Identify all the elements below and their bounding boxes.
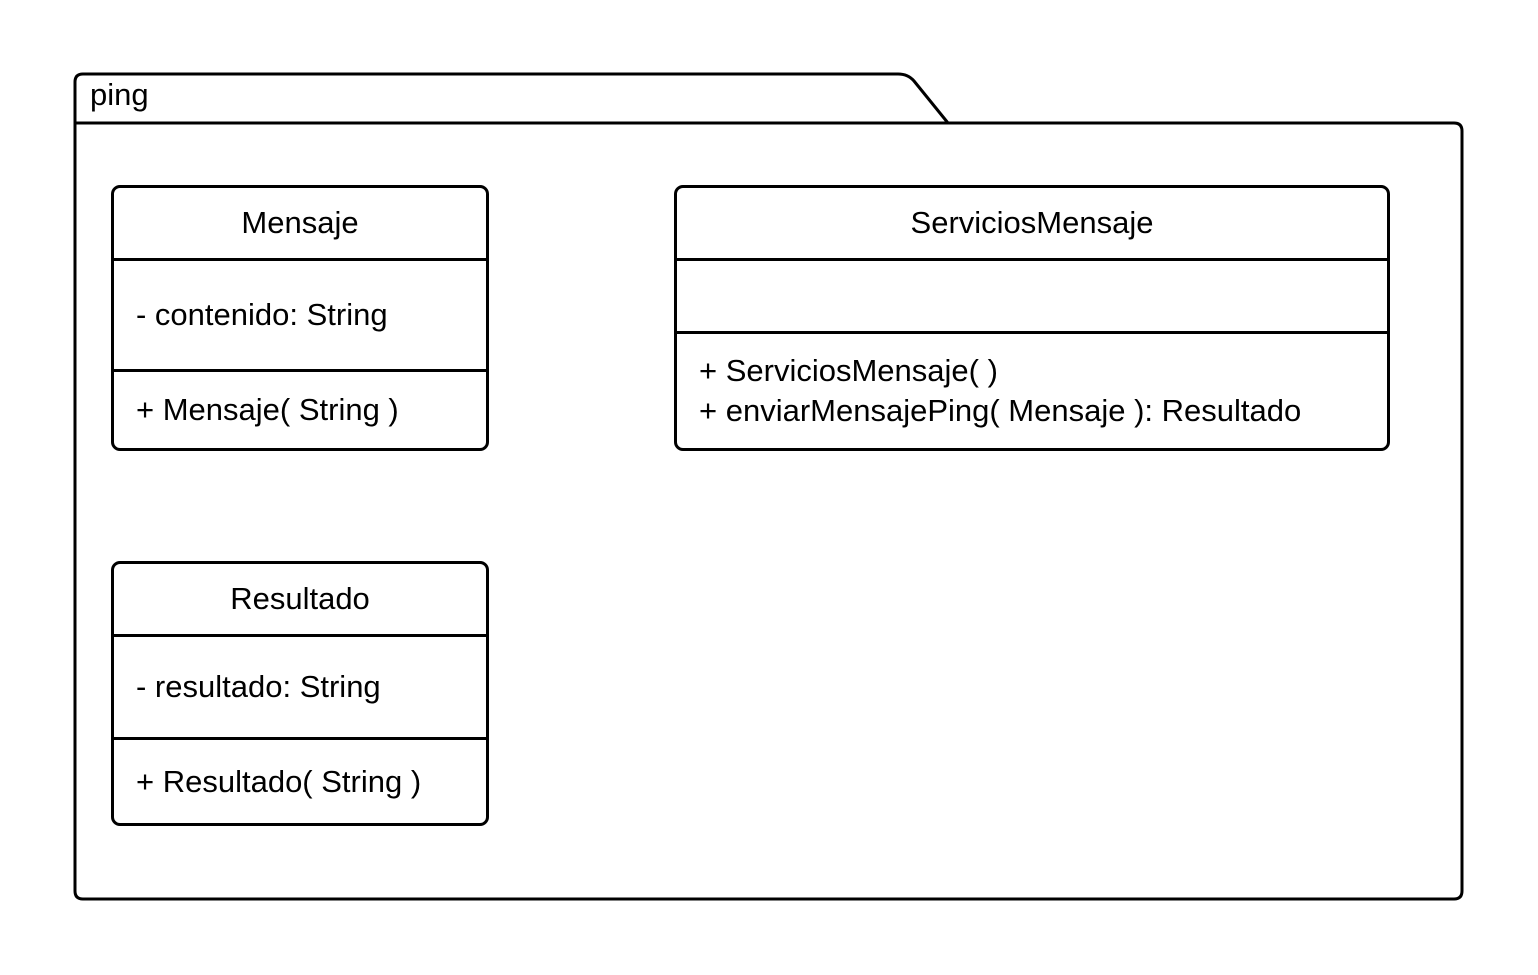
class-name: Resultado: [230, 581, 370, 616]
class-name: Mensaje: [241, 205, 359, 240]
operation: + Mensaje( String ): [136, 392, 399, 427]
package-tab: [73, 72, 950, 124]
operations-compartment: + Mensaje( String ): [114, 369, 486, 448]
operations-compartment: + ServiciosMensaje( ) + enviarMensajePin…: [677, 331, 1387, 448]
class-name: ServiciosMensaje: [910, 205, 1154, 240]
attribute: - resultado: String: [136, 669, 381, 704]
attributes-compartment: - resultado: String: [114, 634, 486, 737]
operation: + Resultado( String ): [136, 763, 422, 799]
class-mensaje[interactable]: Mensaje - contenido: String + Mensaje( S…: [111, 185, 489, 451]
operation: + ServiciosMensaje( ): [699, 353, 998, 388]
package-name: ping: [90, 77, 149, 112]
operations-compartment: + Resultado( String ): [114, 737, 486, 823]
operation: + enviarMensajePing( Mensaje ): Resultad…: [699, 393, 1302, 428]
package-body: [73, 121, 1464, 901]
class-servicios-mensaje[interactable]: ServiciosMensaje + ServiciosMensaje( ) +…: [674, 185, 1390, 451]
attributes-compartment: - contenido: String: [114, 258, 486, 369]
attribute: - contenido: String: [136, 297, 388, 332]
attributes-compartment: [677, 258, 1387, 331]
class-resultado[interactable]: Resultado - resultado: String + Resultad…: [111, 561, 489, 826]
